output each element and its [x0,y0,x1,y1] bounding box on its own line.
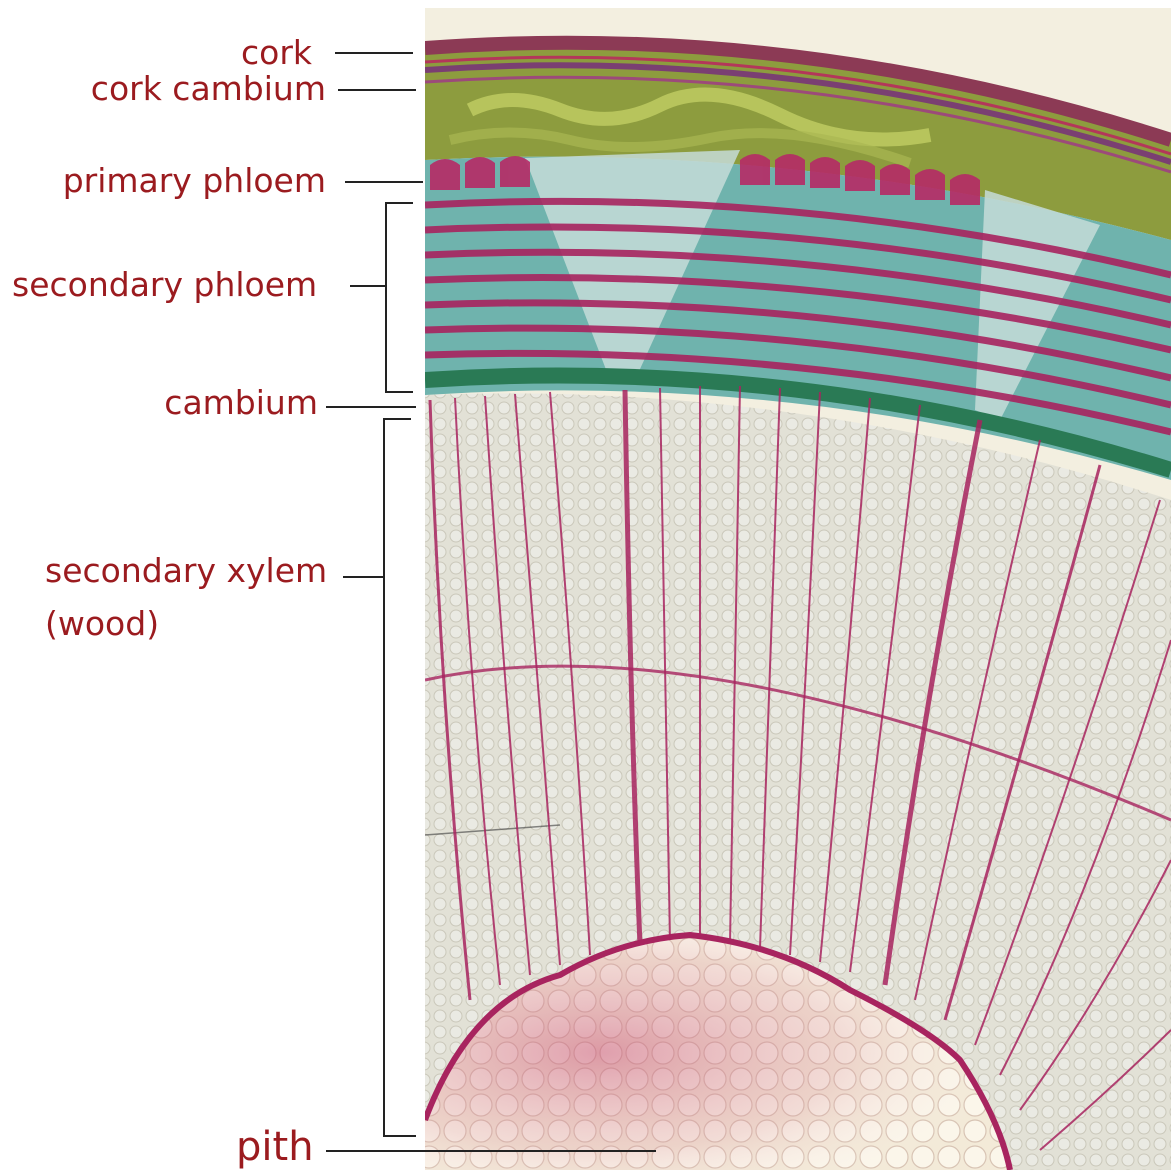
leader-secondary-phloem [350,285,386,287]
label-primary-phloem: primary phloem [40,162,326,200]
leader-cork [335,52,413,54]
leader-primary-phloem [345,181,423,183]
leader-pith [326,1150,656,1152]
label-cork: cork [200,34,312,72]
leader-secondary-xylem [343,576,385,578]
bracket-secondary-xylem [383,418,385,1137]
label-secondary-xylem-wood: (wood) [45,605,159,643]
leader-cork-cambium [338,89,416,91]
label-cambium: cambium [120,384,318,422]
leader-cambium [326,406,416,408]
label-pith: pith [236,1124,314,1170]
bracket-secondary-phloem [385,202,387,393]
label-secondary-xylem: secondary xylem [45,552,327,590]
label-secondary-phloem: secondary phloem [12,266,317,304]
label-cork-cambium: cork cambium [60,70,326,108]
